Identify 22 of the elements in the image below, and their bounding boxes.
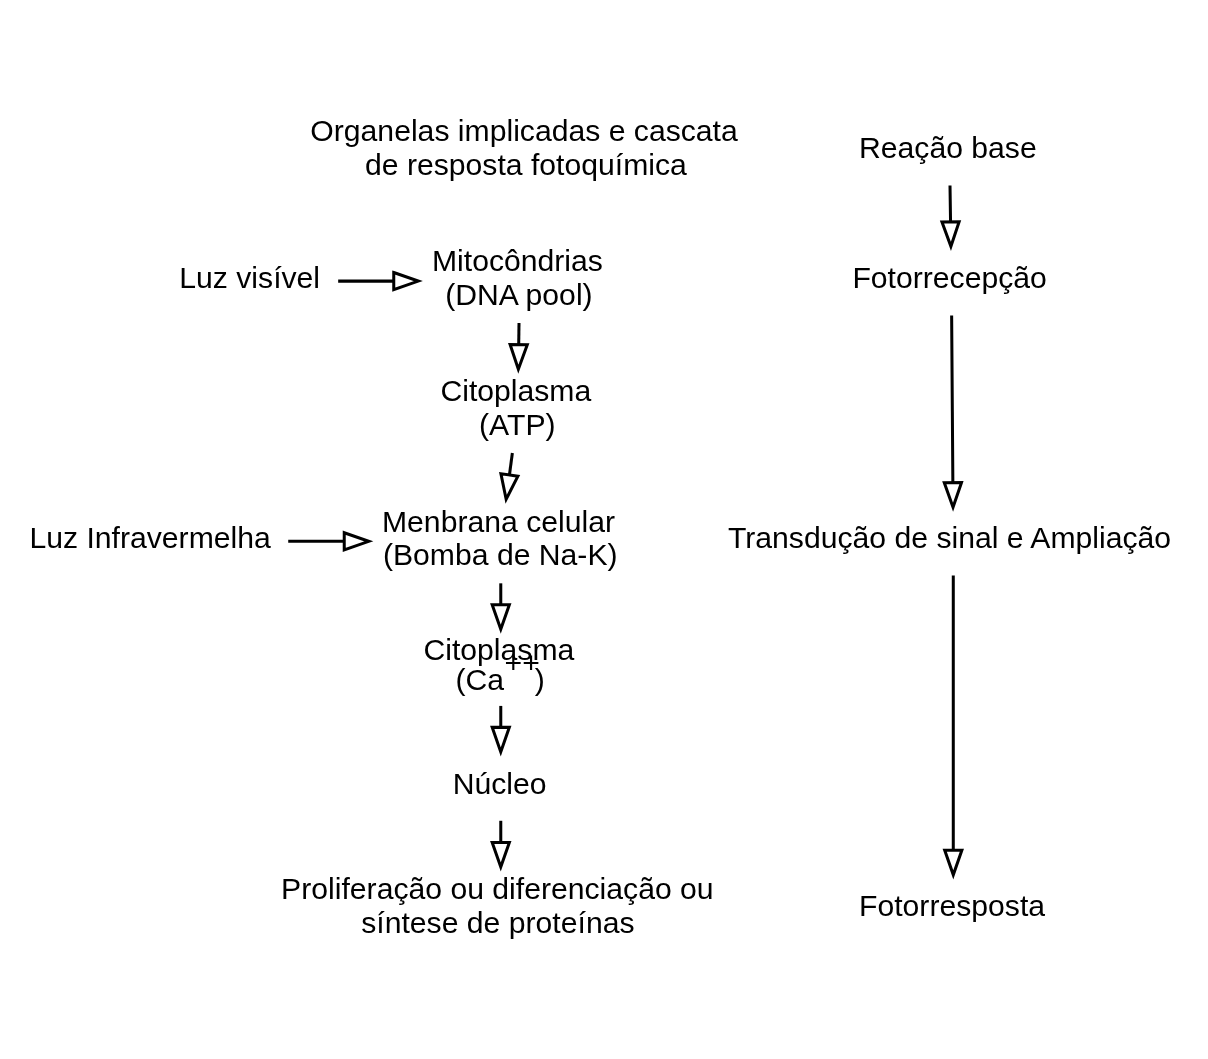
arrow (490, 582, 512, 634)
arrow (490, 705, 512, 756)
arrow (490, 820, 512, 872)
arrow (939, 184, 962, 251)
node-text: Transdução de sinal e Ampliação (727, 520, 1172, 554)
node-text: Núcleo (452, 766, 547, 800)
node-text: Mitocôndrias (DNA pool) (431, 243, 603, 311)
arrow (338, 269, 423, 292)
node-text: Luz Infravermelha (29, 520, 271, 554)
arrow (288, 530, 374, 552)
node-text: Reação base (859, 130, 1037, 164)
arrow (942, 314, 964, 512)
node-text: Luz visível (179, 260, 321, 294)
arrow (942, 575, 964, 879)
label: Organelas implicadas e cascata de resposta fotoquímica (310, 113, 738, 181)
node-text: Citoplasma (ATP) (440, 373, 592, 441)
arrow (508, 322, 530, 374)
node-text: Menbrana celular (Bomba de Na-K) (381, 504, 618, 571)
node-text: Proliferação ou diferenciação ou síntese de proteínas (281, 871, 714, 939)
node-text: Fotorresposta (859, 888, 1046, 922)
arrow (499, 452, 521, 504)
node-text: Fotorrecepção (852, 260, 1047, 294)
